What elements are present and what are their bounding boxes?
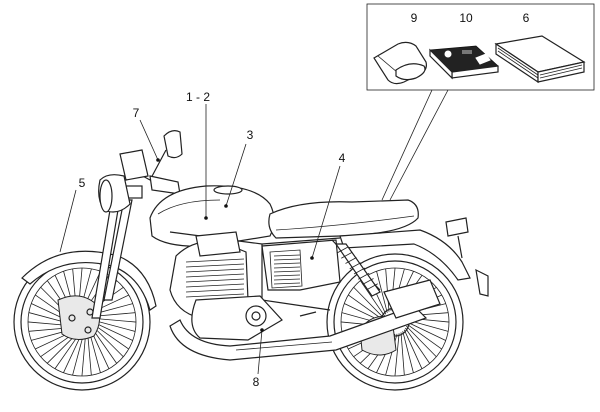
callout-7: 7 — [133, 106, 140, 120]
callout-6: 6 — [523, 11, 530, 25]
inset-frame — [366, 3, 595, 91]
callout-leaders — [59, 104, 341, 375]
callout-4: 4 — [339, 151, 346, 165]
callout-labels: 9 10 6 1 - 2 3 7 4 5 8 — [79, 11, 530, 389]
inset-leader-line-a — [381, 89, 433, 201]
callout-8: 8 — [253, 375, 260, 389]
headlight — [98, 174, 131, 213]
inset-leader-line-b — [389, 89, 449, 201]
pouch-icon — [373, 41, 427, 85]
callout-3: 3 — [247, 128, 254, 142]
fuel-tank — [149, 185, 275, 247]
handlebar — [119, 130, 183, 195]
front-fender — [21, 250, 157, 311]
footpeg — [299, 311, 317, 317]
callout-1-2: 1 - 2 — [186, 90, 210, 104]
tail-light — [445, 217, 489, 297]
rear-fender — [339, 229, 471, 281]
manual-book-icon — [494, 35, 586, 84]
accessory-inset — [366, 3, 595, 91]
toolkit-tray-icon — [429, 45, 499, 80]
seat — [268, 199, 419, 239]
motorcycle — [13, 130, 489, 391]
callout-5: 5 — [79, 176, 86, 190]
callout-9: 9 — [411, 11, 418, 25]
engine — [169, 231, 283, 341]
callout-10: 10 — [459, 11, 473, 25]
rear-shock — [334, 243, 381, 297]
side-panel — [261, 239, 341, 291]
exhaust — [169, 279, 441, 361]
